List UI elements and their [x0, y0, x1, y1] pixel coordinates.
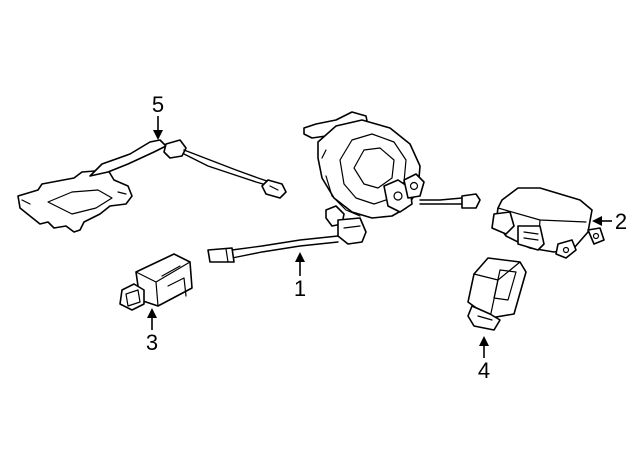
side-impact-sensor [467, 257, 527, 331]
airbag-control-module [491, 187, 605, 259]
front-impact-sensor [119, 253, 193, 311]
callout-5: 5 [152, 92, 164, 117]
callout-1: 1 [294, 276, 306, 301]
sensor-mat-harness [17, 139, 287, 233]
callout-leaders [147, 116, 612, 358]
callout-4: 4 [478, 358, 490, 383]
callout-2: 2 [615, 209, 627, 234]
clockspring-assembly [207, 111, 481, 263]
callout-3: 3 [146, 330, 158, 355]
